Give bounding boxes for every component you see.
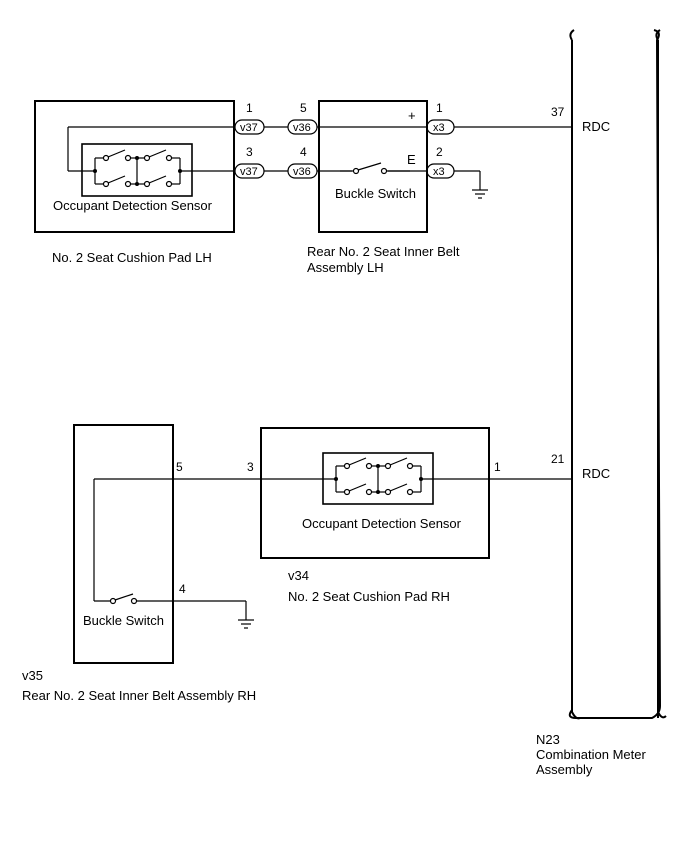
combination-meter-block: [568, 29, 667, 720]
lh-belt-title-line2: Assembly LH: [307, 260, 384, 275]
meter-pin-21: 21: [551, 452, 565, 466]
rh-cushion-pin-3: 3: [247, 460, 254, 474]
rh-belt-pin-4: 4: [179, 582, 186, 596]
pin-v37-1: 1: [246, 101, 253, 115]
rh-cushion-pad-box: [260, 427, 490, 559]
lh-cushion-pad-title: No. 2 Seat Cushion Pad LH: [52, 250, 212, 265]
pin-v37-3: 3: [246, 145, 253, 159]
rh-belt-pin-5: 5: [176, 460, 183, 474]
pin-v36-4: 4: [300, 145, 307, 159]
connector-x3-top: x3: [433, 122, 445, 134]
meter-pin-37: 37: [551, 105, 565, 119]
lh-occupant-sensor-label: Occupant Detection Sensor: [53, 198, 213, 213]
lh-buckle-switch-label: Buckle Switch: [335, 186, 416, 201]
lh-belt-title-line1: Rear No. 2 Seat Inner Belt: [307, 244, 460, 259]
rh-belt-assembly-box: [73, 424, 174, 664]
lh-belt-e-label: E: [407, 152, 416, 167]
meter-code: N23: [536, 732, 560, 747]
rh-cushion-title: No. 2 Seat Cushion Pad RH: [288, 589, 450, 604]
lh-connectors: [234, 119, 455, 179]
rh-cushion-pin-1: 1: [494, 460, 501, 474]
rh-buckle-switch-label: Buckle Switch: [83, 613, 164, 628]
meter-title-line2: Assembly: [536, 762, 593, 777]
pin-x3-1: 1: [436, 101, 443, 115]
connector-v37-bottom: v37: [240, 166, 258, 178]
meter-rdc-label-top: RDC: [582, 119, 610, 134]
connector-v36-bottom: v36: [293, 166, 311, 178]
rh-occupant-sensor-label: Occupant Detection Sensor: [302, 516, 462, 531]
pin-v36-5: 5: [300, 101, 307, 115]
rh-belt-wires: [93, 478, 261, 629]
rh-belt-code: v35: [22, 668, 43, 683]
rh-sensor-switch-network: [261, 457, 572, 496]
rh-belt-title: Rear No. 2 Seat Inner Belt Assembly RH: [22, 688, 256, 703]
lh-sensor-switch-network: [67, 127, 182, 188]
lh-belt-plus-label: +: [408, 108, 416, 123]
connector-x3-bottom: x3: [433, 166, 445, 178]
rh-cushion-code: v34: [288, 568, 309, 583]
connector-v36-top: v36: [293, 122, 311, 134]
lh-buckle-switch: [340, 162, 410, 178]
lh-belt-assembly-box: [318, 100, 428, 233]
connector-v37-top: v37: [240, 122, 258, 134]
meter-rdc-label-bottom: RDC: [582, 466, 610, 481]
pin-x3-2: 2: [436, 145, 443, 159]
meter-title-line1: Combination Meter: [536, 747, 646, 762]
